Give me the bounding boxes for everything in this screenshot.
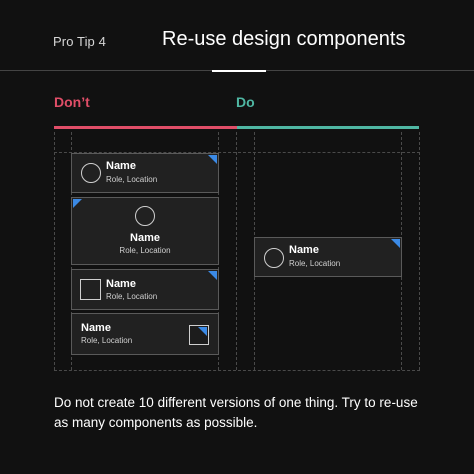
do-label: Do (236, 94, 255, 110)
tip-label: Pro Tip 4 (53, 34, 106, 49)
corner-marker-icon (198, 327, 207, 336)
corner-marker-icon (208, 155, 217, 164)
component-card[interactable]: Name Role, Location (71, 269, 219, 310)
avatar-circle-icon (135, 206, 155, 226)
card-meta: Role, Location (81, 336, 133, 345)
card-name: Name (130, 232, 160, 244)
header-indicator (212, 70, 266, 72)
guide-line (54, 152, 420, 153)
guide-line (419, 132, 420, 370)
component-card[interactable]: Name Role, Location (71, 197, 219, 265)
avatar-square-icon (189, 325, 209, 345)
do-underline (237, 126, 419, 129)
corner-marker-icon (73, 199, 82, 208)
card-name: Name (106, 278, 136, 290)
avatar-square-icon (80, 279, 101, 300)
card-name: Name (289, 244, 319, 256)
dont-underline (54, 126, 237, 129)
card-name: Name (81, 322, 111, 334)
page-title: Re-use design components (162, 28, 406, 50)
component-card[interactable]: Name Role, Location (71, 313, 219, 355)
card-meta: Role, Location (106, 292, 158, 301)
dont-label: Don’t (54, 94, 90, 110)
caption-text: Do not create 10 different versions of o… (54, 395, 418, 430)
card-meta: Role, Location (119, 246, 171, 255)
card-meta: Role, Location (106, 175, 158, 184)
component-card[interactable]: Name Role, Location (71, 153, 219, 193)
guide-line (54, 370, 420, 371)
component-card[interactable]: Name Role, Location (254, 237, 402, 277)
corner-marker-icon (208, 271, 217, 280)
card-meta: Role, Location (289, 259, 341, 268)
avatar-circle-icon (81, 163, 101, 183)
card-name: Name (106, 160, 136, 172)
guide-line (54, 132, 55, 370)
avatar-circle-icon (264, 248, 284, 268)
guide-line (236, 132, 237, 370)
corner-marker-icon (391, 239, 400, 248)
